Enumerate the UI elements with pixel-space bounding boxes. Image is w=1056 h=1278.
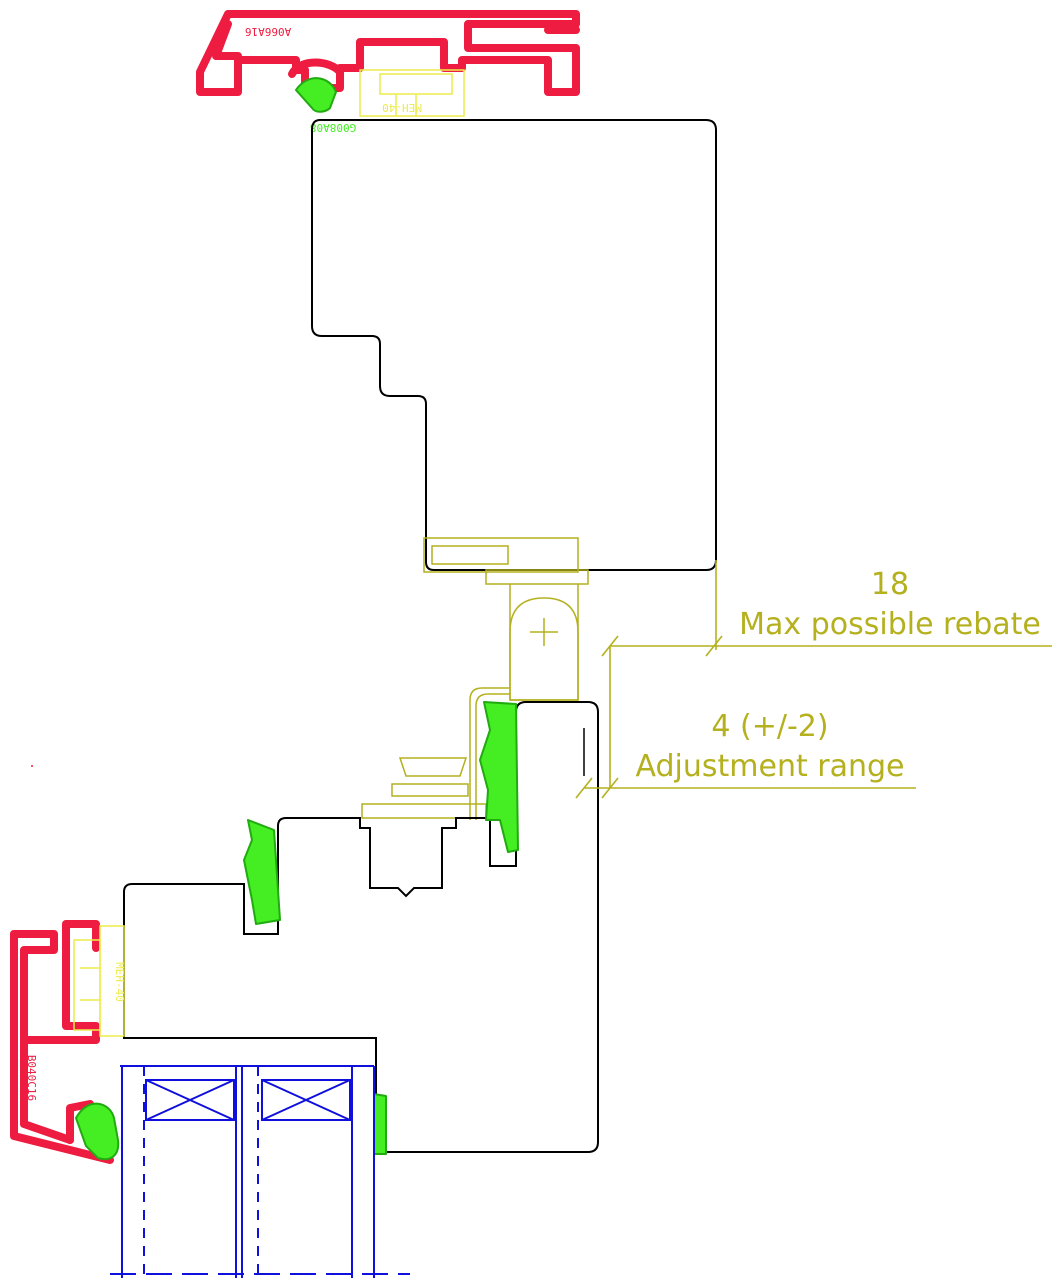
- top-gasket: [294, 77, 338, 113]
- rebate-dimension-value: 18: [871, 567, 909, 602]
- left-profile-code: B040C16: [25, 1055, 38, 1101]
- top-hardware: [359, 69, 465, 117]
- frame-outline: [123, 701, 599, 1153]
- adjustment-dimension-value: 4 (+/-2): [711, 709, 828, 744]
- dimension-lines: [575, 560, 1052, 799]
- stray-mark: [31, 765, 33, 767]
- top-hardware-code: MEH-40: [382, 101, 422, 114]
- left-hardware: [73, 925, 125, 1037]
- adjustment-dimension-label: Adjustment range: [635, 749, 904, 784]
- left-hardware-code: MEH-40: [113, 962, 126, 1002]
- top-gasket-code: G008A08: [310, 121, 356, 134]
- rebate-dimension-label: Max possible rebate: [739, 607, 1041, 642]
- glazing-unit: [110, 1065, 410, 1278]
- left-aluminium-profile: [10, 920, 114, 1164]
- hinge-hardware: [361, 537, 589, 820]
- left-gasket: [74, 1102, 120, 1161]
- top-aluminium-profile: [196, 10, 580, 96]
- sash-outline: [311, 119, 717, 571]
- frame-gaskets: [243, 701, 519, 1155]
- top-profile-code: A066A16: [245, 25, 291, 38]
